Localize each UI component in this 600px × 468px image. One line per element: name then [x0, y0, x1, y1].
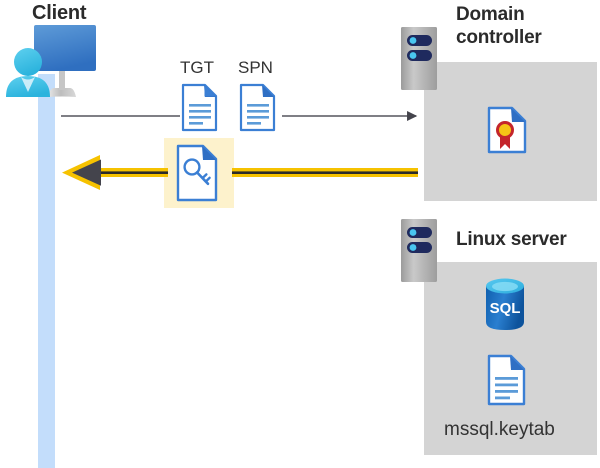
service-ticket-highlight [164, 138, 234, 208]
tgt-document-icon [181, 83, 218, 132]
domain-controller-title-line1: Domain [456, 4, 525, 25]
domain-controller-title-line2: controller [456, 27, 542, 48]
domain-controller-title: Domain controller [456, 3, 596, 49]
keytab-file-label: mssql.keytab [444, 419, 555, 440]
spn-document-icon [239, 83, 276, 132]
spn-label: SPN [238, 58, 273, 77]
client-title: Client [32, 2, 87, 24]
response-arrow [62, 155, 418, 190]
domain-controller-panel [424, 62, 597, 201]
linux-server-title: Linux server [456, 229, 567, 250]
tgt-label: TGT [180, 58, 214, 77]
client-lifeline-bar [38, 74, 55, 468]
